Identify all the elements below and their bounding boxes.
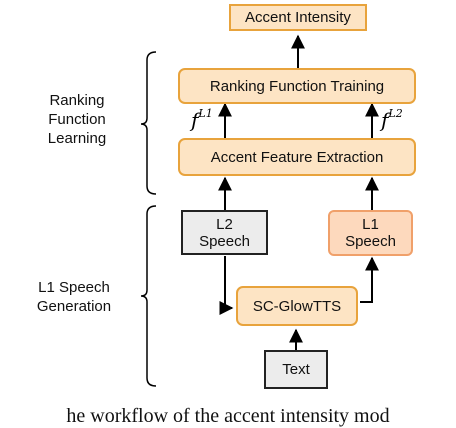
brace-l1-generation [140,205,157,387]
figure-caption: he workflow of the accent intensity mod [66,405,390,427]
arrow-glowtts-to-l1 [360,256,379,303]
f-l1-label: fL1 [191,107,213,132]
l2-speech-box: L2 Speech [181,210,268,255]
accent-intensity-box: Accent Intensity [229,4,367,31]
ranking-training-box: Ranking Function Training [178,68,416,104]
ranking-learning-label: Ranking Function Learning [47,92,107,147]
brace-ranking-learning [140,51,157,195]
l1-speech-box: L1 Speech [328,210,413,256]
sc-glowtts-box: SC-GlowTTS [236,286,358,326]
l1-generation-label: L1 Speech Generation [36,279,112,315]
f-l2-label: fL2 [381,107,403,132]
feature-extraction-box: Accent Feature Extraction [178,138,416,176]
arrow-l2-to-glowtts [219,256,234,315]
text-input-box: Text [264,350,328,389]
